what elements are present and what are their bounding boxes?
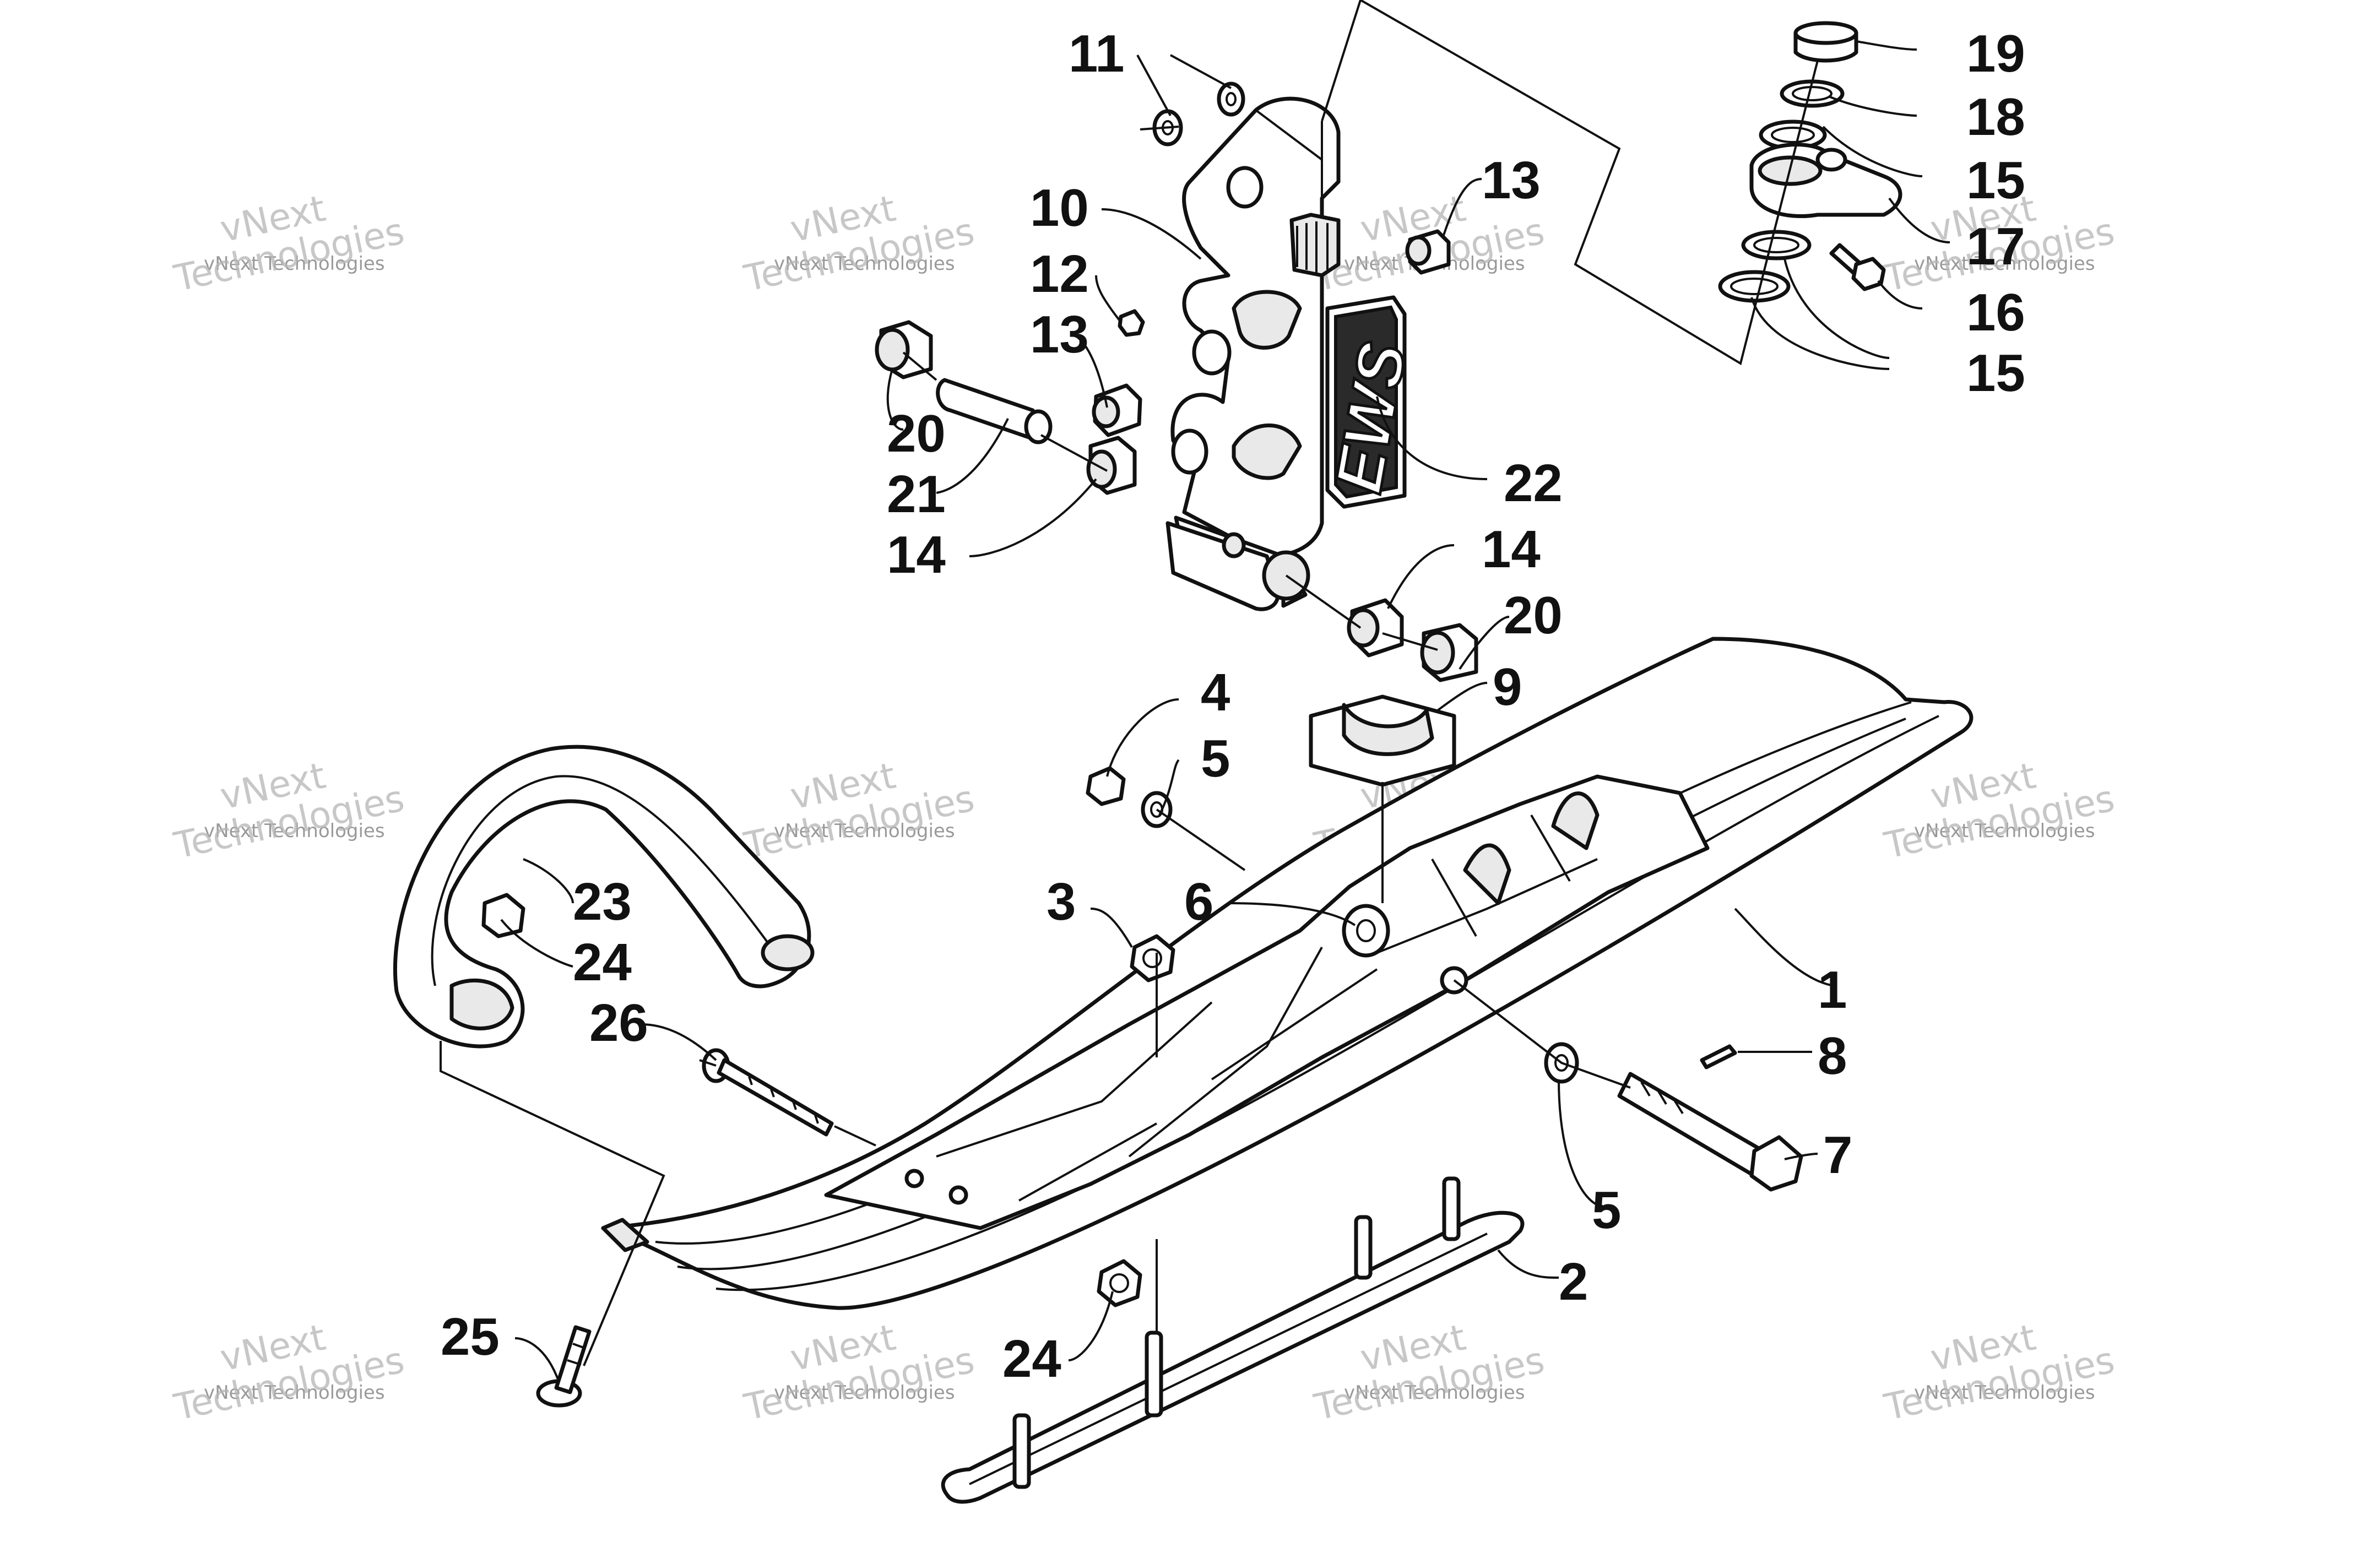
- bushing-14-left: [1086, 436, 1137, 495]
- grease-fitting-12: [1118, 309, 1145, 337]
- callout-12: 12: [1030, 245, 1089, 303]
- callout-24b: 24: [1002, 1329, 1061, 1388]
- callout-5b: 5: [1592, 1181, 1621, 1240]
- callout-26: 26: [589, 993, 648, 1052]
- watermark-small: vNext Technologies: [204, 1382, 385, 1404]
- spindle-10: [1165, 96, 1341, 611]
- ski-body: [601, 637, 1974, 1310]
- nut-4-washer-5: [1086, 766, 1173, 828]
- watermark-small: vNext Technologies: [1344, 1382, 1525, 1404]
- callout-labels: 1 2 3 4 5 5 6 7 8 9 10 11 12 13 13 14 14…: [441, 24, 2025, 1388]
- ring-18: [1780, 79, 1845, 108]
- steering-arm-17: [1749, 143, 1902, 219]
- bumper-nut: [481, 893, 525, 938]
- bushing-6: [1342, 904, 1390, 958]
- bolt-7: [1617, 1072, 1803, 1192]
- callout-2: 2: [1559, 1252, 1588, 1311]
- washer-11-pair: [1152, 82, 1245, 146]
- cotter-pin-8: [1700, 1044, 1737, 1069]
- callout-14b: 14: [1482, 520, 1541, 579]
- bolt-25: [536, 1325, 592, 1408]
- cap-19: [1793, 21, 1858, 63]
- watermark-small: vNext Technologies: [774, 820, 955, 842]
- callout-19: 19: [1966, 24, 2025, 83]
- callout-14a: 14: [887, 525, 946, 584]
- ski-handle: [393, 745, 815, 1049]
- nut-24-bottom: [1097, 1259, 1142, 1307]
- spacer-20-right: [1420, 623, 1478, 682]
- bolt-26: [702, 1048, 834, 1137]
- watermark-small: vNext Technologies: [774, 253, 955, 275]
- callout-13a: 13: [1482, 151, 1541, 210]
- washer-15-lower-b: [1718, 270, 1791, 303]
- watermark-small: vNext Technologies: [774, 1382, 955, 1404]
- callout-18: 18: [1966, 88, 2025, 146]
- bushing-13-upper: [1405, 229, 1451, 275]
- watermark-small: vNext Technologies: [1914, 1382, 2095, 1404]
- callout-5a: 5: [1201, 729, 1230, 788]
- callout-24a: 24: [573, 933, 632, 992]
- saddle-9: [1309, 694, 1456, 787]
- bushing-13-lower: [1092, 383, 1142, 437]
- callout-25: 25: [441, 1307, 500, 1366]
- callout-22: 22: [1504, 454, 1563, 513]
- callout-20b: 20: [1504, 586, 1563, 645]
- callout-6: 6: [1184, 872, 1213, 931]
- assembly-lines: [440, 0, 1819, 1366]
- callout-17: 17: [1966, 217, 2025, 276]
- callout-3: 3: [1047, 872, 1076, 931]
- watermark-small: vNext Technologies: [1914, 820, 2095, 842]
- callout-leaders: [500, 40, 1950, 1383]
- callout-1: 1: [1818, 960, 1847, 1019]
- spacer-20-left: [875, 320, 933, 379]
- callout-8: 8: [1818, 1027, 1847, 1085]
- nut-3: [1130, 934, 1175, 982]
- watermark-small: vNext Technologies: [1914, 253, 2095, 275]
- callout-15b: 15: [1966, 344, 2025, 403]
- callout-10: 10: [1030, 178, 1089, 237]
- watermark-small: vNext Technologies: [204, 820, 385, 842]
- wear-bar: [941, 1176, 1525, 1504]
- sleeve-21: [936, 378, 1053, 444]
- callout-11: 11: [1069, 24, 1124, 83]
- callout-7: 7: [1823, 1126, 1852, 1185]
- callout-23: 23: [573, 872, 632, 931]
- callout-13b: 13: [1030, 305, 1089, 364]
- callout-16: 16: [1966, 283, 2025, 342]
- callout-9: 9: [1493, 658, 1522, 716]
- bolt-16: [1829, 243, 1886, 291]
- washer-15-lower-a: [1741, 230, 1812, 260]
- bushing-14-right: [1347, 598, 1404, 658]
- callout-15a: 15: [1966, 151, 2025, 210]
- callout-21: 21: [887, 465, 946, 524]
- callout-4: 4: [1201, 663, 1230, 722]
- decal-22: EWS: [1320, 295, 1422, 509]
- callout-20a: 20: [887, 404, 946, 463]
- watermark-small: vNext Technologies: [204, 253, 385, 275]
